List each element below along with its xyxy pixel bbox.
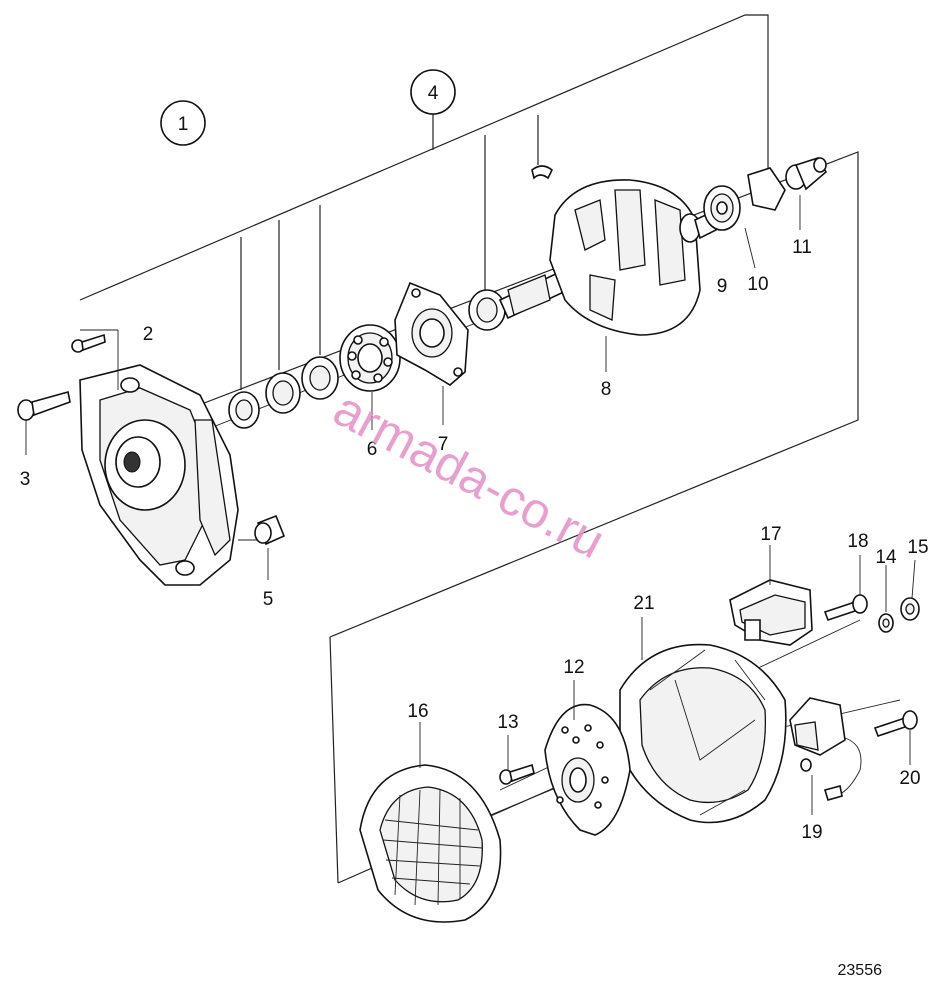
group-marker-4: 4 bbox=[410, 69, 456, 115]
drawing-number: 23556 bbox=[838, 962, 883, 979]
bushing bbox=[254, 514, 286, 580]
part-label-18: 18 bbox=[847, 531, 868, 552]
spacer-ring-b bbox=[301, 356, 339, 400]
part-label-6: 6 bbox=[367, 439, 378, 460]
woodruff-key bbox=[531, 165, 554, 180]
part-label-15: 15 bbox=[907, 537, 928, 558]
rectifier-plate bbox=[544, 680, 631, 836]
bearing-clip bbox=[747, 167, 786, 211]
screw-short bbox=[71, 333, 106, 353]
part-label-5: 5 bbox=[263, 589, 274, 610]
part-label-2: 2 bbox=[143, 324, 154, 345]
part-label-8: 8 bbox=[601, 379, 612, 400]
watermark: armada-co.ru bbox=[325, 380, 614, 569]
bearing-retainer-plate bbox=[394, 281, 469, 425]
part-label-14: 14 bbox=[875, 547, 897, 568]
part-label-11: 11 bbox=[792, 237, 812, 258]
voltage-regulator bbox=[729, 545, 813, 646]
part-label-10: 10 bbox=[747, 274, 768, 295]
rectifier-screw bbox=[499, 735, 535, 785]
screw-long bbox=[17, 390, 71, 455]
nut bbox=[228, 391, 260, 429]
part-label-13: 13 bbox=[497, 712, 518, 733]
washer bbox=[878, 565, 894, 633]
svg-text:1: 1 bbox=[178, 114, 189, 135]
part-label-16: 16 bbox=[407, 701, 428, 722]
slip-ring-sleeve bbox=[785, 157, 828, 230]
part-label-9: 9 bbox=[717, 276, 728, 297]
rotor bbox=[498, 179, 717, 372]
part-label-12: 12 bbox=[563, 657, 584, 678]
hex-nut bbox=[900, 559, 920, 621]
group-marker-1: 1 bbox=[160, 100, 206, 146]
suppression-capacitor bbox=[789, 697, 862, 815]
part-label-19: 19 bbox=[801, 822, 822, 843]
seal-ring bbox=[468, 289, 506, 331]
drive-end-housing bbox=[79, 329, 262, 586]
part-label-21: 21 bbox=[633, 593, 654, 614]
part-labels: 2 3 5 6 7 8 9 10 11 12 13 14 15 16 17 18… bbox=[20, 237, 929, 843]
ball-bearing-rear bbox=[703, 185, 756, 269]
part-label-20: 20 bbox=[899, 768, 920, 789]
part-label-7: 7 bbox=[438, 434, 449, 455]
regulator-bolt bbox=[823, 555, 868, 622]
ball-bearing-front bbox=[339, 324, 401, 430]
svg-text:4: 4 bbox=[428, 83, 439, 104]
capacitor-bolt bbox=[873, 710, 918, 765]
spacer-ring-a bbox=[265, 372, 301, 414]
part-label-17: 17 bbox=[760, 524, 781, 545]
rear-cover bbox=[619, 617, 787, 824]
stator bbox=[359, 722, 502, 923]
part-label-3: 3 bbox=[20, 469, 31, 490]
